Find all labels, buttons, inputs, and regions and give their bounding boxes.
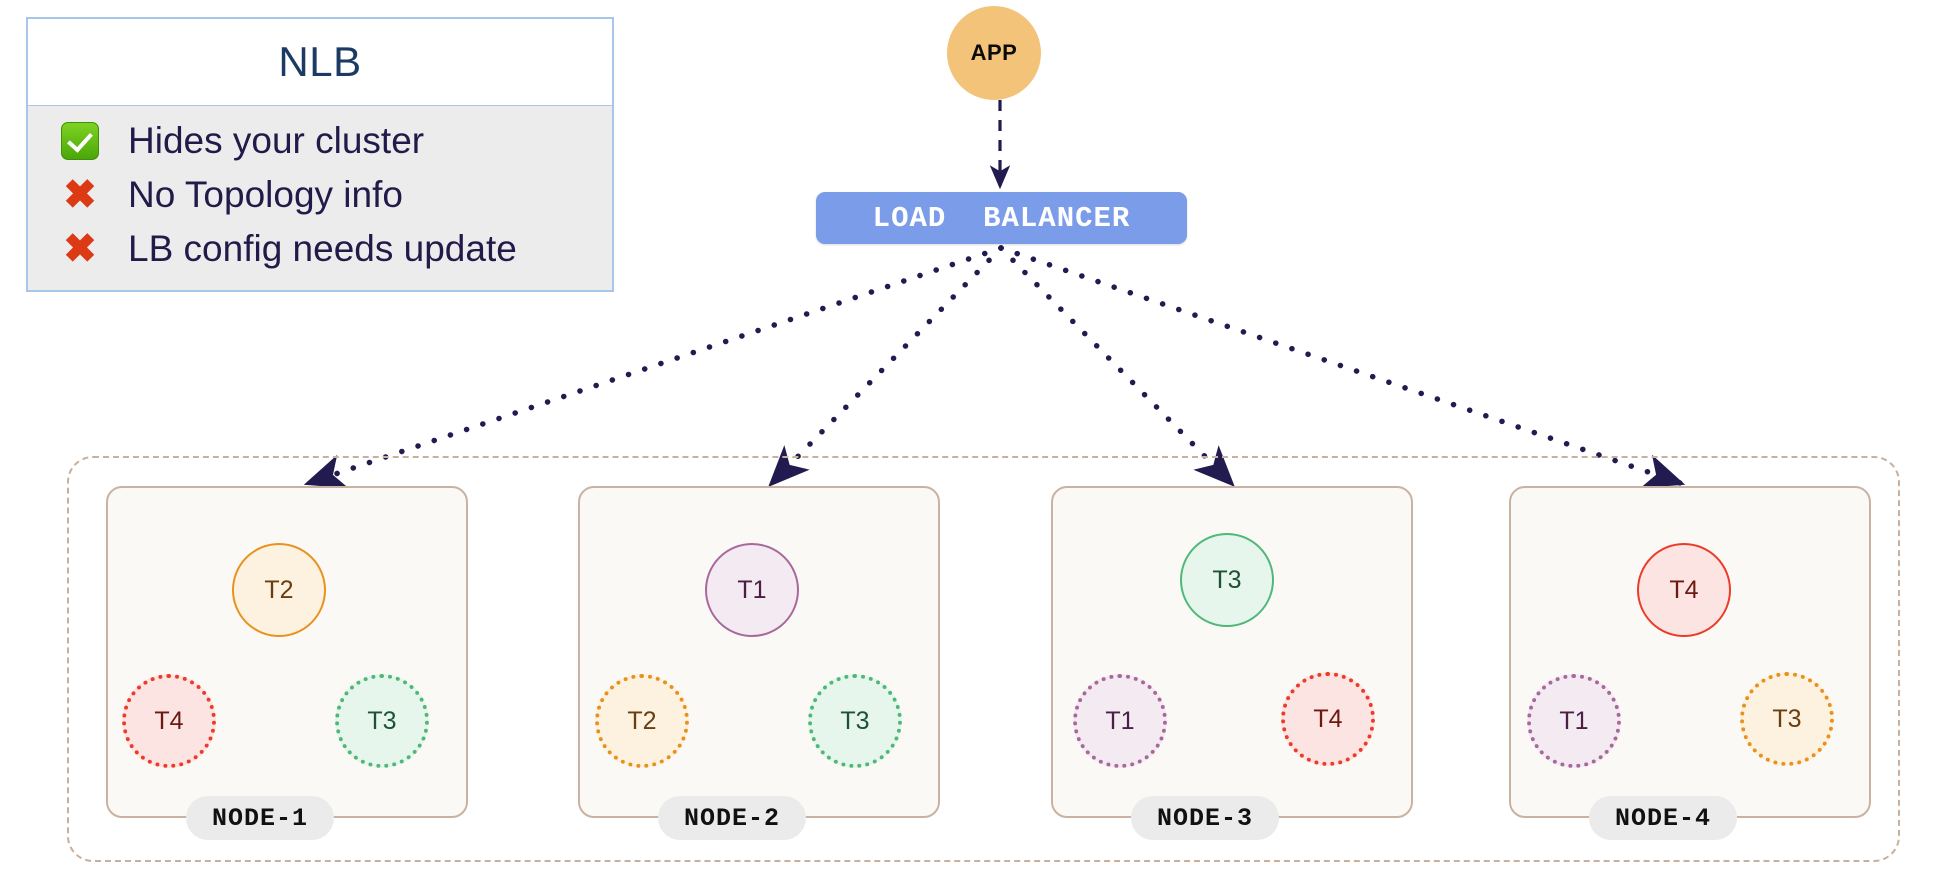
topic-t4-replica-node-1: T4	[122, 674, 216, 768]
topic-label: T3	[367, 706, 397, 735]
node-box-4	[1509, 486, 1871, 818]
page-title: NLB	[278, 38, 362, 85]
topic-label: T3	[1772, 704, 1802, 733]
topic-label: T4	[154, 706, 184, 735]
cross-icon: ✖	[63, 173, 97, 217]
node-box-2	[578, 486, 940, 818]
topic-t1-replica-node-4: T1	[1527, 674, 1621, 768]
node-label-3: NODE-3	[1131, 796, 1280, 840]
topic-label: T1	[1105, 706, 1135, 735]
topic-t1-primary-node-2: T1	[705, 543, 799, 637]
topic-label: T4	[1669, 575, 1699, 604]
topic-label: T2	[264, 575, 294, 604]
nlb-legend-body: Hides your cluster ✖ No Topology info ✖ …	[28, 106, 612, 290]
node-label-1: NODE-1	[186, 796, 335, 840]
topic-label: T2	[627, 706, 657, 735]
topic-label: T3	[840, 706, 870, 735]
topic-label: T3	[1212, 565, 1242, 594]
app-node-label: APP	[970, 40, 1018, 65]
edge-loadbalancer-to-node-2	[768, 245, 1004, 487]
topic-t2-primary-node-1: T2	[232, 543, 326, 637]
load-balancer-node: LOAD BALANCER	[816, 192, 1187, 244]
topic-t3-primary-node-3: T3	[1180, 533, 1274, 627]
topic-t4-replica-node-3: T4	[1281, 672, 1375, 766]
topic-label: T1	[737, 575, 767, 604]
topic-t3-replica-node-2: T3	[808, 674, 902, 768]
node-label-4: NODE-4	[1589, 796, 1738, 840]
node-label-2: NODE-2	[658, 796, 807, 840]
topic-t3-replica-node-1: T3	[335, 674, 429, 768]
topic-label: T4	[1313, 704, 1343, 733]
topic-t4-primary-node-4: T4	[1637, 543, 1731, 637]
edge-loadbalancer-to-node-1	[303, 245, 1004, 489]
topic-t1-replica-node-3: T1	[1073, 674, 1167, 768]
topic-t2-replica-node-2: T2	[595, 674, 689, 768]
check-icon	[54, 122, 106, 160]
load-balancer-label: LOAD BALANCER	[872, 201, 1131, 235]
cluster-boundary	[67, 456, 1900, 862]
legend-item-label: LB config needs update	[128, 228, 517, 269]
node-box-1	[106, 486, 468, 818]
legend-item-label: Hides your cluster	[128, 120, 425, 161]
topic-label: T1	[1559, 706, 1589, 735]
cross-icon: ✖	[63, 227, 97, 271]
edge-loadbalancer-to-node-4	[998, 245, 1686, 488]
list-item: Hides your cluster	[28, 114, 612, 168]
nlb-legend-header: NLB	[28, 19, 612, 106]
list-item: ✖ No Topology info	[28, 168, 612, 222]
app-node: APP	[947, 6, 1041, 100]
topic-t3-replica-node-4: T3	[1740, 672, 1834, 766]
nlb-legend-panel: NLB Hides your cluster ✖ No Topology inf…	[26, 17, 614, 292]
edge-loadbalancer-to-node-3	[998, 245, 1235, 487]
legend-item-label: No Topology info	[128, 174, 403, 215]
list-item: ✖ LB config needs update	[28, 222, 612, 276]
